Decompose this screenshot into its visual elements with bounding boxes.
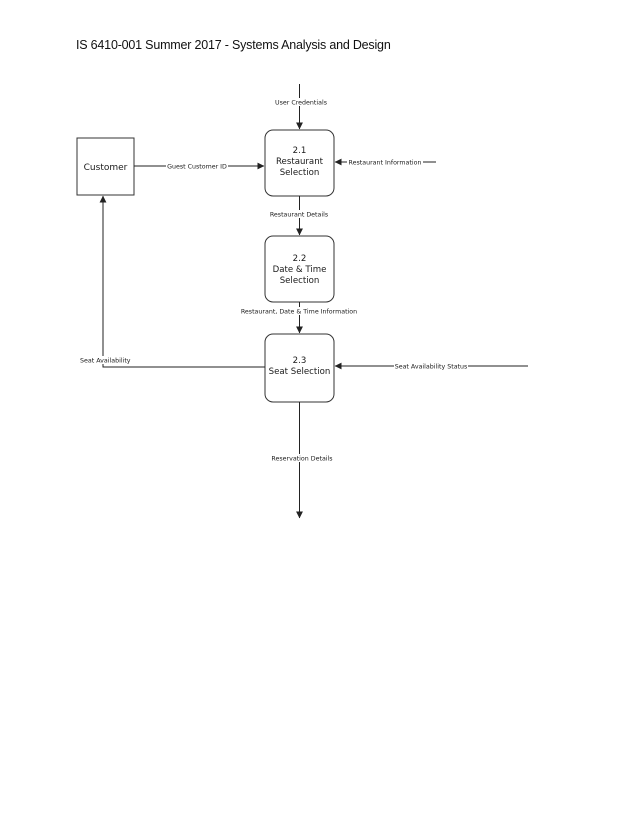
process-2-3-number: 2.3 [293,356,307,366]
flow-seat-availability-status[interactable]: Seat Availability Status [334,362,528,370]
process-2-1[interactable]: 2.1 Restaurant Selection [264,129,335,197]
flow-seat-availability[interactable]: Seat Availability [78,195,265,368]
flow-restaurant-information[interactable]: Restaurant Information [334,158,436,166]
customer-entity[interactable]: Customer [76,137,135,196]
flow-guest-customer-id[interactable]: Guest Customer ID [134,162,265,170]
process-2-3[interactable]: 2.3 Seat Selection [264,333,335,403]
process-2-1-label-line-2: Selection [280,168,320,178]
flow-seat-availability-status-label: Seat Availability Status [395,363,468,370]
flow-reservation-details[interactable]: Reservation Details [270,402,334,519]
process-2-2-label-line-2: Selection [280,276,320,286]
flow-user-credentials-label: User Credentials [275,100,327,107]
flow-guest-customer-id-label: Guest Customer ID [167,163,227,170]
process-2-3-label-line-1: Seat Selection [269,367,331,377]
flow-reservation-details-label: Reservation Details [271,455,332,462]
process-2-2[interactable]: 2.2 Date & Time Selection [264,235,335,303]
customer-entity-label: Customer [84,163,128,173]
page-title: IS 6410-001 Summer 2017 - Systems Analys… [76,38,391,52]
flow-restaurant-details[interactable]: Restaurant Details [269,196,329,236]
flow-restaurant-details-label: Restaurant Details [270,211,328,218]
process-2-1-number: 2.1 [293,146,307,156]
process-2-2-number: 2.2 [293,254,307,264]
flow-restaurant-date-time-information-label: Restaurant, Date & Time Information [241,308,357,315]
process-2-2-label-line-1: Date & Time [273,265,327,275]
flow-user-credentials[interactable]: User Credentials [274,84,327,130]
process-2-1-label-line-1: Restaurant [276,157,324,167]
flow-seat-availability-label: Seat Availability [80,357,131,364]
flow-restaurant-date-time-information[interactable]: Restaurant, Date & Time Information [241,302,357,334]
flow-restaurant-information-label: Restaurant Information [349,159,422,166]
